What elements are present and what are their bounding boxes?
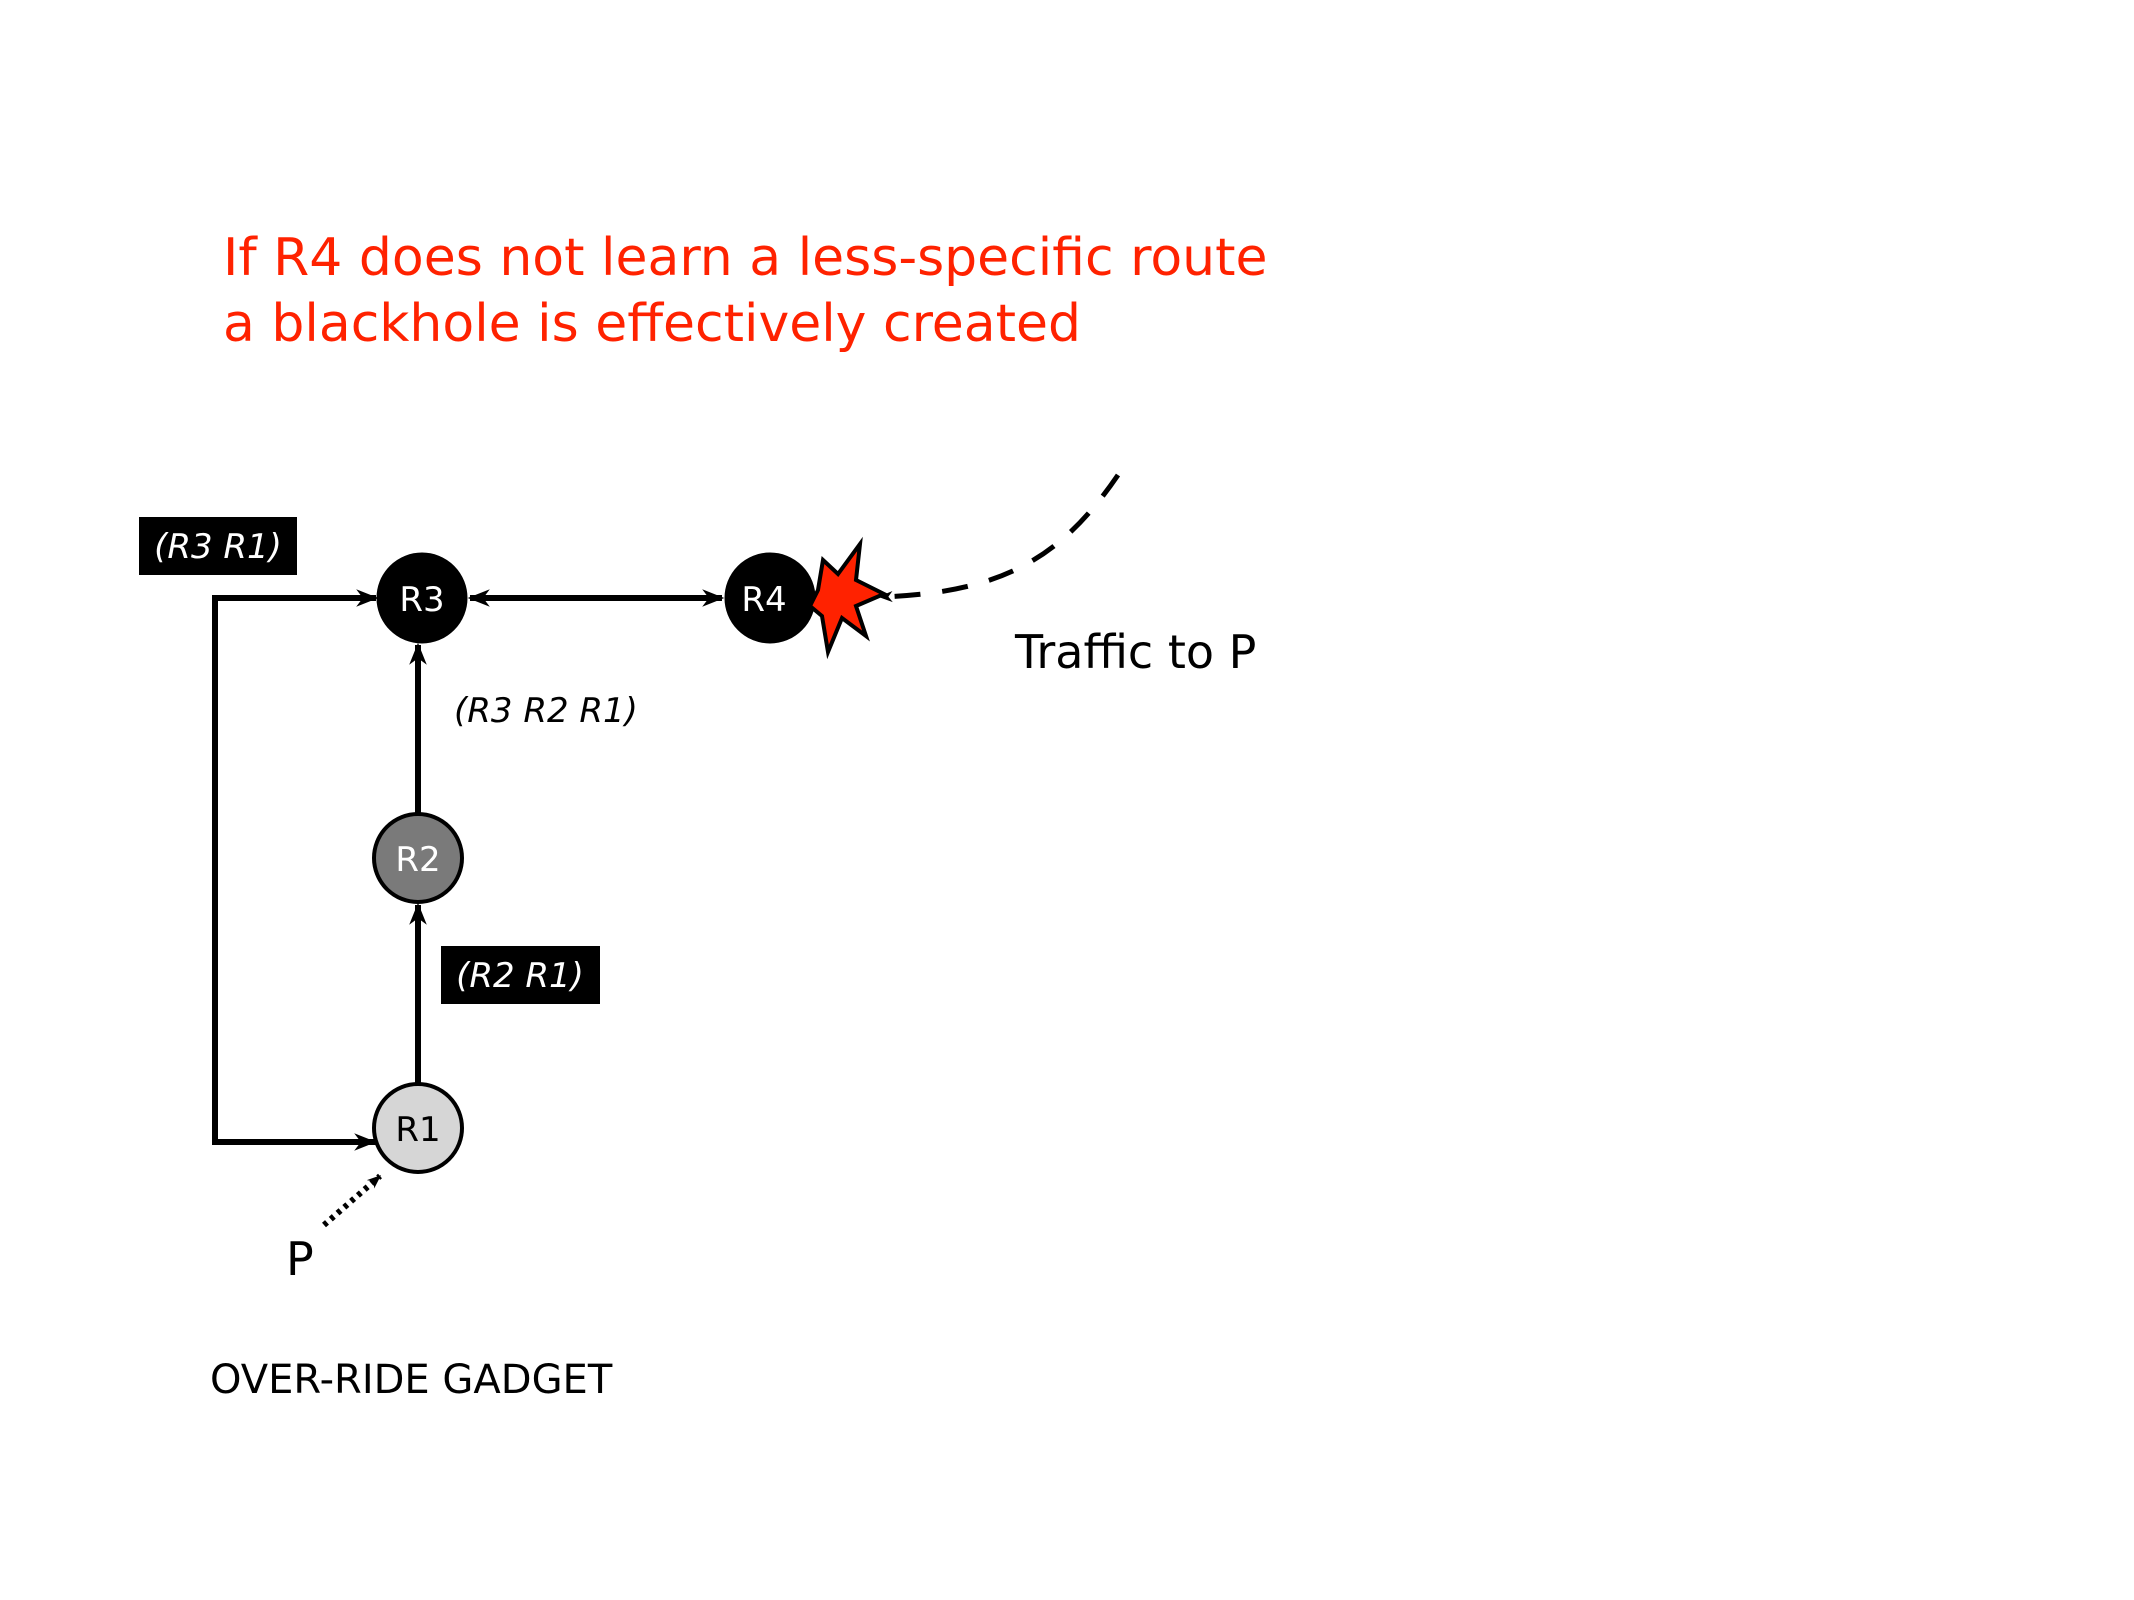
title-line-1: If R4 does not learn a less-specific rou…	[223, 228, 1267, 288]
route-label-r3-r1: (R3 R1)	[139, 517, 297, 575]
route-label-r3-r2-r1: (R3 R2 R1)	[454, 691, 638, 731]
route-label-r2-r1: (R2 R1)	[441, 946, 600, 1004]
node-r1-label: R1	[395, 1110, 440, 1150]
traffic-dashed-arrow	[878, 473, 1121, 603]
edge-r1-r3-bracket	[212, 592, 378, 1145]
prefix-label: P	[286, 1232, 314, 1286]
title-line-2: a blackhole is effectively created	[223, 294, 1081, 354]
blackhole-star-icon	[807, 536, 889, 660]
node-r4[interactable]: R4	[724, 552, 816, 644]
node-r3-label: R3	[399, 580, 444, 620]
node-r3[interactable]: R3	[376, 552, 468, 644]
diagram-caption: OVER-RIDE GADGET	[210, 1357, 613, 1403]
svg-text:(R3 R1): (R3 R1)	[154, 527, 282, 567]
traffic-label: Traffic to P	[1014, 625, 1256, 679]
node-r2-label: R2	[395, 840, 440, 880]
edge-p-r1	[322, 1173, 382, 1228]
node-r2[interactable]: R2	[372, 812, 464, 904]
node-r1[interactable]: R1	[372, 1082, 464, 1174]
svg-text:(R2 R1): (R2 R1)	[456, 956, 584, 996]
node-r4-label: R4	[741, 580, 786, 620]
